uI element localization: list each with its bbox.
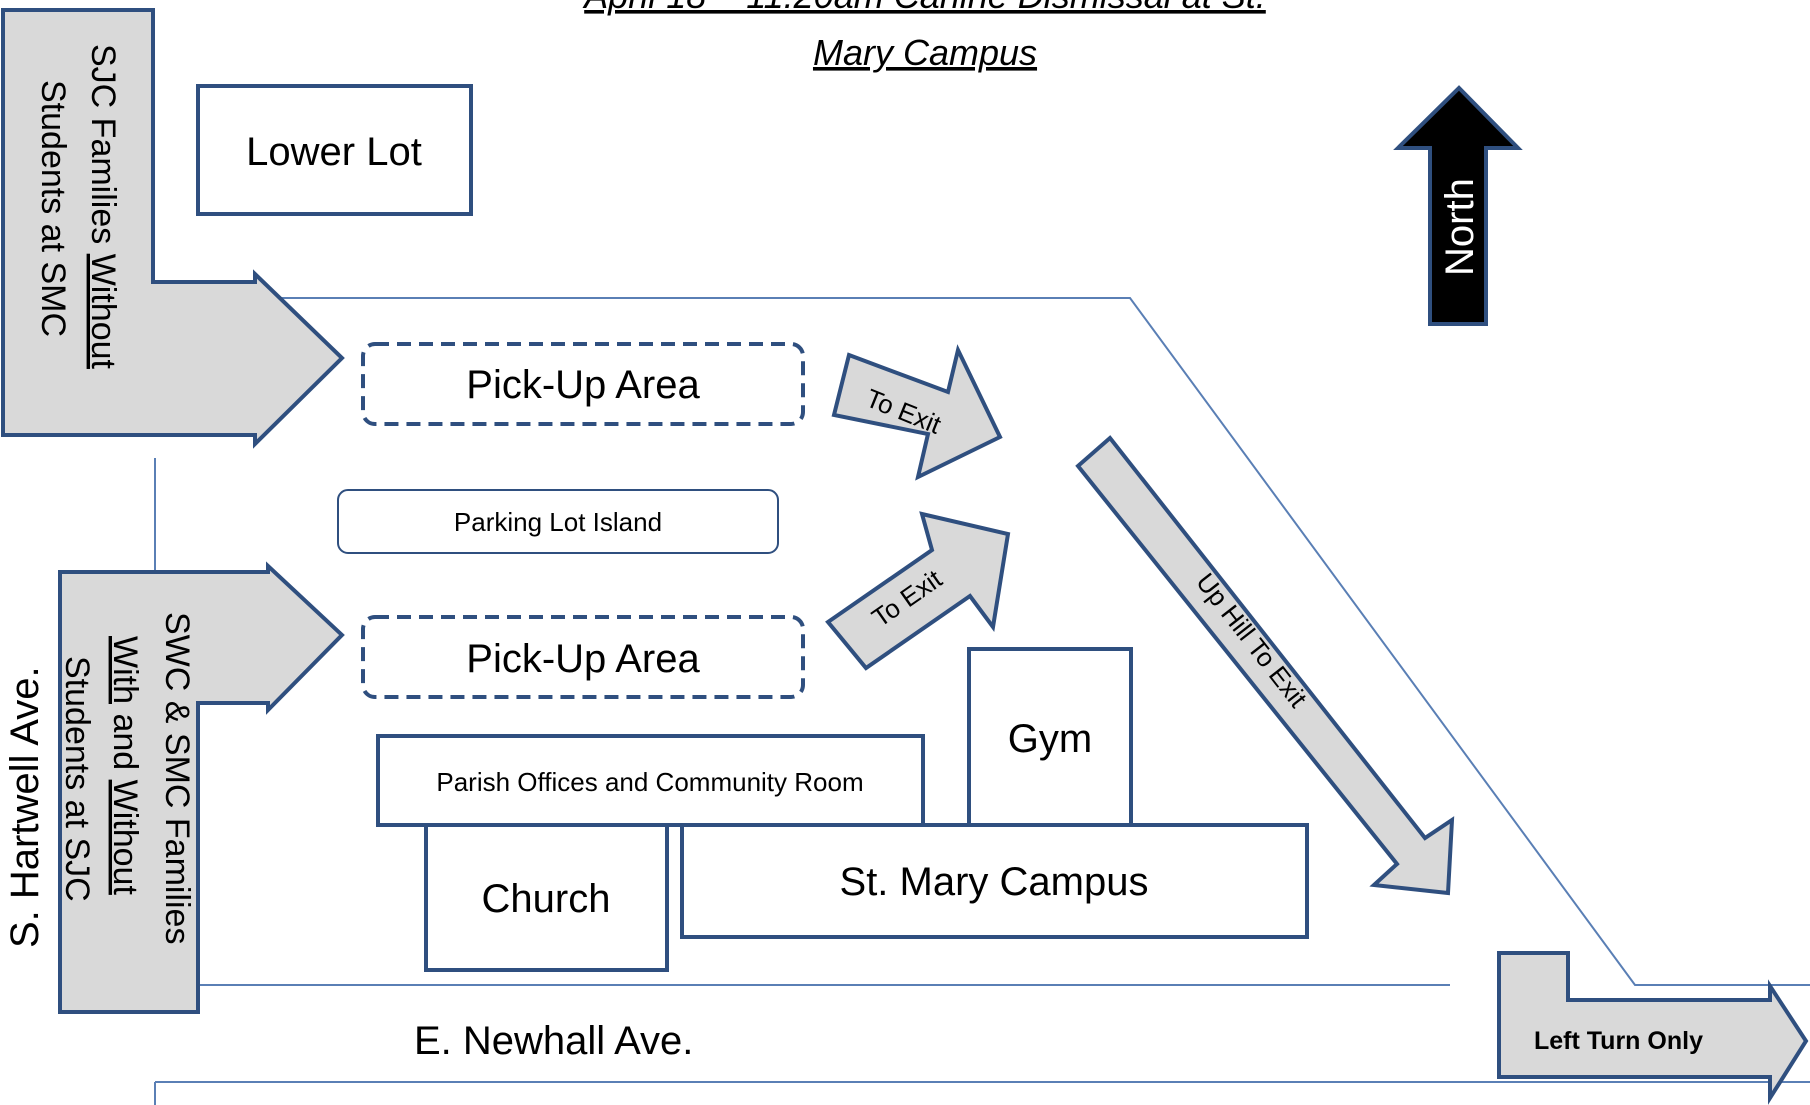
s-hartwell-ave-label: S. Hartwell Ave. [3, 666, 47, 948]
left-turn-only-label: Left Turn Only [1534, 1027, 1703, 1055]
swc-students-label: Students at SJC [58, 656, 96, 902]
st-mary-campus: St. Mary Campus [680, 823, 1309, 939]
e-newhall-ave-label: E. Newhall Ave. [414, 1019, 693, 1063]
parking-lot-island: Parking Lot Island [337, 489, 779, 554]
pickup-area-north-label: Pick-Up Area [466, 363, 700, 407]
lower-lot-label: Lower Lot [246, 130, 422, 174]
pickup-area-north: Pick-Up Area [361, 342, 805, 426]
parish-offices-label: Parish Offices and Community Room [436, 767, 863, 797]
left-turn-only-arrow: Left Turn Only [1497, 951, 1809, 1105]
road-lines [154, 297, 1810, 1105]
parking-lot-island-label: Parking Lot Island [454, 507, 662, 537]
sjc-students-label: Students at SMC [34, 80, 72, 337]
parish-offices: Parish Offices and Community Room [376, 734, 925, 827]
to-exit-arrow-2: To Exit [825, 511, 1011, 671]
pickup-area-south-label: Pick-Up Area [466, 637, 700, 681]
to-exit-arrow-1: To Exit [831, 344, 1003, 481]
map-title-line-2: Mary Campus [813, 32, 1037, 73]
gym: Gym [967, 647, 1133, 829]
pickup-area-south: Pick-Up Area [361, 615, 805, 699]
church: Church [424, 823, 669, 972]
sjc-families-label: SJC Families Without [84, 44, 122, 370]
swc-families-label: SWC & SMC Families [158, 612, 196, 944]
st-mary-campus-label: St. Mary Campus [840, 860, 1149, 904]
swc-families-arrow: SWC & SMC Families With and Without Stud… [58, 561, 345, 1014]
church-label: Church [482, 877, 611, 921]
map-title-line-1: April 18 – 11:20am Carline Dismissal at … [582, 0, 1266, 16]
north-arrow: North [1393, 85, 1523, 326]
sjc-families-arrow: SJC Families Without Students at SMC [1, 8, 345, 449]
swc-with-without-label: With and Without [106, 636, 144, 895]
lower-lot: Lower Lot [196, 84, 473, 216]
gym-label: Gym [1008, 717, 1092, 761]
north-label: North [1438, 178, 1482, 276]
up-hill-label: Up Hill To Exit [1190, 567, 1313, 713]
